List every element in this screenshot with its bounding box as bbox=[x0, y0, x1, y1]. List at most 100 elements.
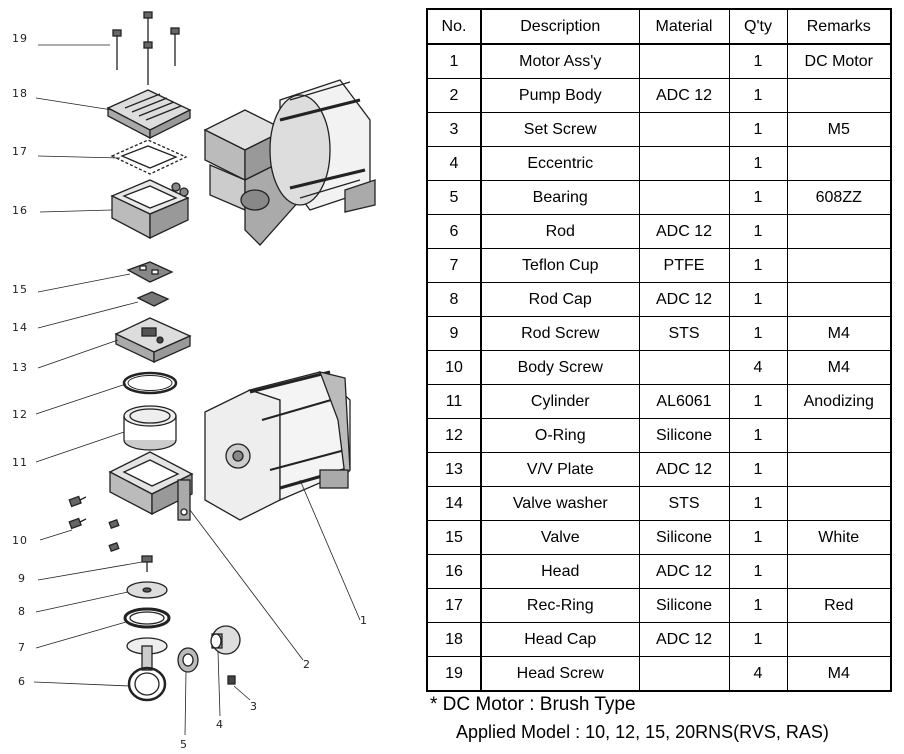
callout-19: 19 bbox=[12, 32, 28, 45]
header-no: No. bbox=[426, 8, 482, 45]
cell-no: 16 bbox=[426, 554, 482, 589]
cell-no: 14 bbox=[426, 486, 482, 521]
cell-description: Head Cap bbox=[480, 622, 640, 657]
cell-material: Silicone bbox=[638, 520, 730, 555]
callout-6: 6 bbox=[18, 675, 26, 688]
callout-9: 9 bbox=[18, 572, 26, 585]
cell-material: Silicone bbox=[638, 418, 730, 453]
callout-18: 18 bbox=[12, 87, 28, 100]
cell-remarks: White bbox=[786, 520, 892, 555]
cell-remarks bbox=[786, 418, 892, 453]
cell-no: 7 bbox=[426, 248, 482, 283]
callout-13: 13 bbox=[12, 361, 28, 374]
callout-17: 17 bbox=[12, 145, 28, 158]
callout-16: 16 bbox=[12, 204, 28, 217]
cell-material bbox=[638, 350, 730, 385]
cell-material bbox=[638, 43, 730, 79]
header-description: Description bbox=[480, 8, 640, 45]
cell-qty: 1 bbox=[728, 554, 788, 589]
cell-remarks bbox=[786, 452, 892, 487]
cell-description: Valve washer bbox=[480, 486, 640, 521]
cell-description: Teflon Cup bbox=[480, 248, 640, 283]
callout-12: 12 bbox=[12, 408, 28, 421]
callout-10: 10 bbox=[12, 534, 28, 547]
cell-material: ADC 12 bbox=[638, 282, 730, 317]
cell-material: ADC 12 bbox=[638, 554, 730, 589]
cell-description: Pump Body bbox=[480, 78, 640, 113]
cell-remarks: M4 bbox=[786, 350, 892, 385]
valve-plate bbox=[114, 317, 192, 364]
cell-no: 10 bbox=[426, 350, 482, 385]
cell-no: 17 bbox=[426, 588, 482, 623]
cell-description: Cylinder bbox=[480, 384, 640, 419]
cell-description: Rod Cap bbox=[480, 282, 640, 317]
callout-4: 4 bbox=[216, 718, 224, 731]
head-block bbox=[110, 179, 190, 240]
cell-description: Bearing bbox=[480, 180, 640, 215]
cell-material bbox=[638, 146, 730, 181]
cell-no: 8 bbox=[426, 282, 482, 317]
cell-remarks bbox=[786, 146, 892, 181]
cell-qty: 1 bbox=[728, 43, 788, 79]
table-header-row: No. Description Material Q'ty Remarks bbox=[426, 8, 892, 45]
valve bbox=[126, 261, 174, 283]
cell-material bbox=[638, 180, 730, 215]
callout-11: 11 bbox=[12, 456, 28, 469]
callout-labels: 19 18 17 16 15 14 13 12 11 10 9 8 7 6 5 … bbox=[12, 32, 368, 751]
rod bbox=[126, 637, 168, 702]
cell-qty: 1 bbox=[728, 418, 788, 453]
cell-remarks bbox=[786, 622, 892, 657]
cell-material: AL6061 bbox=[638, 384, 730, 419]
head-cap bbox=[106, 89, 192, 140]
cell-remarks bbox=[786, 248, 892, 283]
cell-description: Body Screw bbox=[480, 350, 640, 385]
cell-remarks: 608ZZ bbox=[786, 180, 892, 215]
cell-description: Head bbox=[480, 554, 640, 589]
set-screw bbox=[227, 675, 236, 685]
callout-8: 8 bbox=[18, 605, 26, 618]
cell-remarks bbox=[786, 486, 892, 521]
callout-1: 1 bbox=[360, 614, 368, 627]
cell-qty: 1 bbox=[728, 486, 788, 521]
cell-qty: 1 bbox=[728, 452, 788, 487]
cell-remarks: Anodizing bbox=[786, 384, 892, 419]
pump-body bbox=[108, 451, 194, 521]
assembled-pump bbox=[203, 79, 376, 246]
header-remarks: Remarks bbox=[786, 8, 892, 45]
cell-no: 2 bbox=[426, 78, 482, 113]
cell-no: 3 bbox=[426, 112, 482, 147]
cell-material: ADC 12 bbox=[638, 452, 730, 487]
cell-description: Rod bbox=[480, 214, 640, 249]
cell-description: Eccentric bbox=[480, 146, 640, 181]
cell-no: 13 bbox=[426, 452, 482, 487]
cell-no: 4 bbox=[426, 146, 482, 181]
cell-description: V/V Plate bbox=[480, 452, 640, 487]
cell-qty: 1 bbox=[728, 316, 788, 351]
exploded-parts-diagram: 19 18 17 16 15 14 13 12 11 10 9 8 7 6 5 … bbox=[12, 11, 376, 751]
cylinder bbox=[123, 405, 177, 451]
header-qty: Q'ty bbox=[728, 8, 788, 45]
eccentric bbox=[210, 625, 241, 655]
cell-remarks: M5 bbox=[786, 112, 892, 147]
callout-15: 15 bbox=[12, 283, 28, 296]
cell-qty: 1 bbox=[728, 146, 788, 181]
bearing bbox=[177, 647, 199, 673]
cell-material bbox=[638, 112, 730, 147]
cell-qty: 1 bbox=[728, 384, 788, 419]
cell-no: 5 bbox=[426, 180, 482, 215]
cell-remarks: M4 bbox=[786, 316, 892, 351]
cell-no: 6 bbox=[426, 214, 482, 249]
body-screws bbox=[68, 495, 120, 553]
note-motor-type: * DC Motor : Brush Type bbox=[430, 694, 636, 715]
